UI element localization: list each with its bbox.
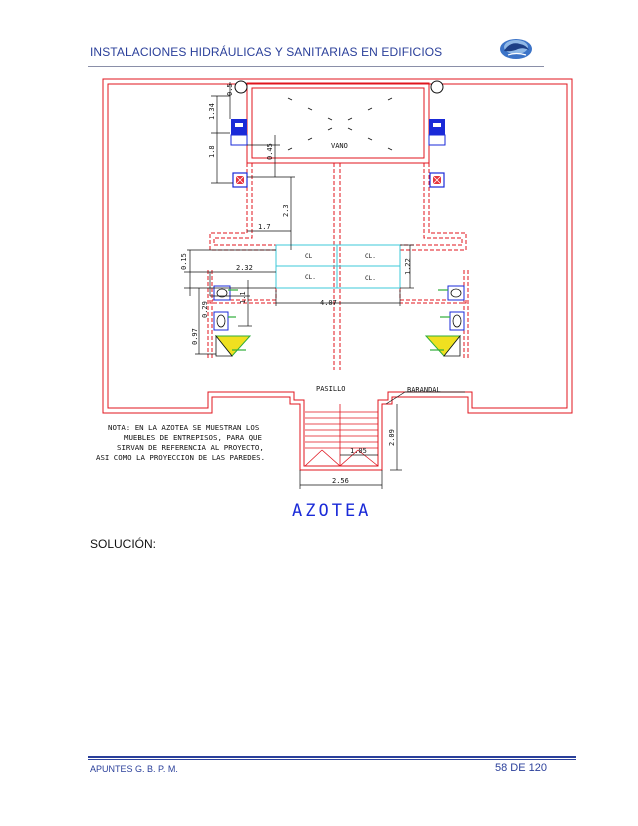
drain-circle (430, 80, 444, 94)
dim-2-32: 2.32 (236, 264, 253, 272)
dim-0-15: 0.15 (180, 253, 188, 270)
dim-1-05: 1.05 (350, 447, 367, 455)
footer-rule (88, 759, 576, 760)
note-line: MUEBLES DE ENTREPISOS, PARA QUE (124, 433, 262, 442)
dim-0-45: 0.45 (266, 143, 274, 160)
valve-box-right (429, 172, 445, 188)
cl-box (275, 244, 401, 289)
drain-circle (234, 80, 248, 94)
vano-skylight-marks (287, 97, 393, 151)
dim-1-8: 1.8 (208, 145, 216, 158)
header-rule (88, 66, 544, 67)
dimension-lines (184, 82, 465, 489)
cl-label: CL (305, 253, 313, 260)
cl-label: CL. (305, 274, 316, 281)
dim-2-09: 2.09 (388, 429, 396, 446)
dim-2-3: 2.3 (282, 204, 290, 217)
tank-left (230, 119, 248, 146)
solucion-heading: SOLUCIÓN: (90, 537, 157, 551)
dolphin-logo-icon (500, 39, 532, 59)
staircase (304, 404, 379, 467)
dim-1-34: 1.34 (208, 103, 216, 120)
dim-1-1: 1.1 (239, 291, 247, 304)
bathroom-fixtures-right (424, 285, 465, 357)
dim-0-97: 0.97 (191, 328, 199, 345)
footer-rule (88, 756, 576, 758)
vano-box (246, 82, 430, 164)
dim-0-5: 0.5 (226, 83, 234, 96)
page-number: 58 DE 120 (495, 762, 547, 774)
dim-4-07: 4.07 (320, 299, 337, 307)
valve-box-left (232, 172, 248, 188)
header-title: INSTALACIONES HIDRÁULICAS Y SANITARIAS E… (90, 45, 443, 59)
note-line: NOTA: EN LA AZOTEA SE MUESTRAN LOS (108, 423, 259, 432)
note-line: SIRVAN DE REFERENCIA AL PROYECTO, (117, 443, 264, 452)
pasillo-label: PASILLO (316, 385, 346, 393)
vano-label: VANO (331, 142, 348, 150)
bathroom-fixtures-left (213, 285, 252, 357)
azotea-floor-plan: VANO CL CL. CL. CL. (96, 78, 573, 521)
dim-0-29: 0.29 (201, 301, 209, 318)
cl-label: CL. (365, 253, 376, 260)
plan-title: AZOTEA (292, 501, 371, 521)
note-line: ASI COMO LA PROYECCION DE LAS PAREDES. (96, 453, 265, 462)
dim-1-7: 1.7 (258, 223, 271, 231)
barandal-label: BARANDAL (407, 386, 441, 394)
tank-right (428, 119, 446, 146)
dim-1-22: 1.22 (404, 258, 412, 275)
dim-2-56: 2.56 (332, 477, 349, 485)
cl-label: CL. (365, 275, 376, 282)
footer-author: APUNTES G. B. P. M. (90, 764, 178, 774)
